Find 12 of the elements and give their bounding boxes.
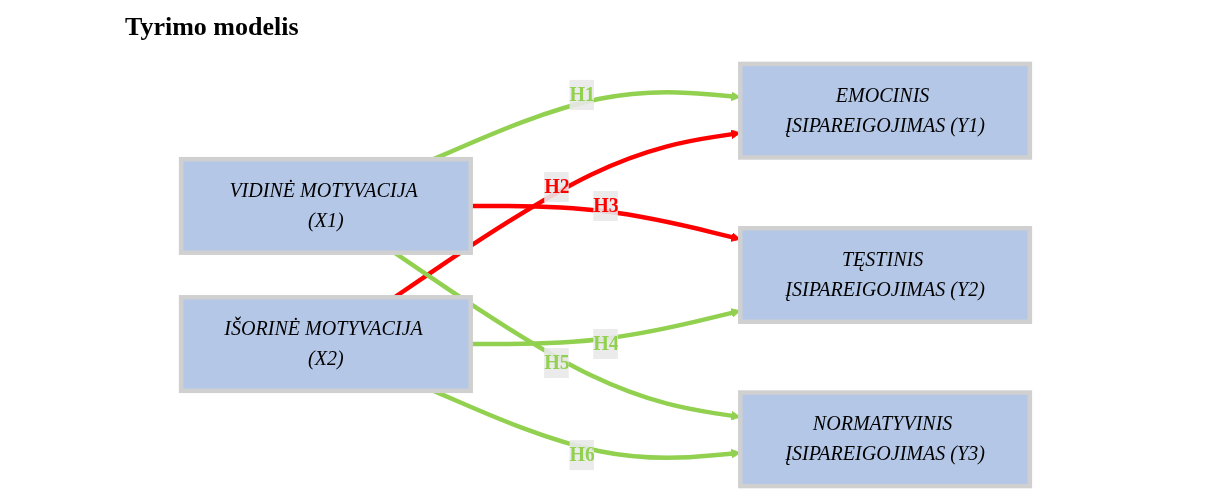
node-box: NORMATYVINIS ĮSIPAREIGOJIMAS (Y3) <box>738 390 1033 489</box>
node-box: TĘSTINIS ĮSIPAREIGOJIMAS (Y2) <box>738 226 1033 324</box>
edge-label: H5 <box>544 351 570 374</box>
node-box: IŠORINĖ MOTYVACIJA (X2) <box>178 295 473 394</box>
diagram-title: Tyrimo modelis <box>125 12 299 42</box>
edge-label: H2 <box>544 175 570 198</box>
node-box: EMOCINIS ĮSIPAREIGOJIMAS (Y1) <box>738 61 1033 160</box>
edge-label: H1 <box>569 83 595 106</box>
node-box: VIDINĖ MOTYVACIJA (X1) <box>178 156 473 255</box>
edge-label: H3 <box>593 194 619 217</box>
edge-label: H4 <box>593 332 619 355</box>
edge-label: H6 <box>569 443 595 466</box>
